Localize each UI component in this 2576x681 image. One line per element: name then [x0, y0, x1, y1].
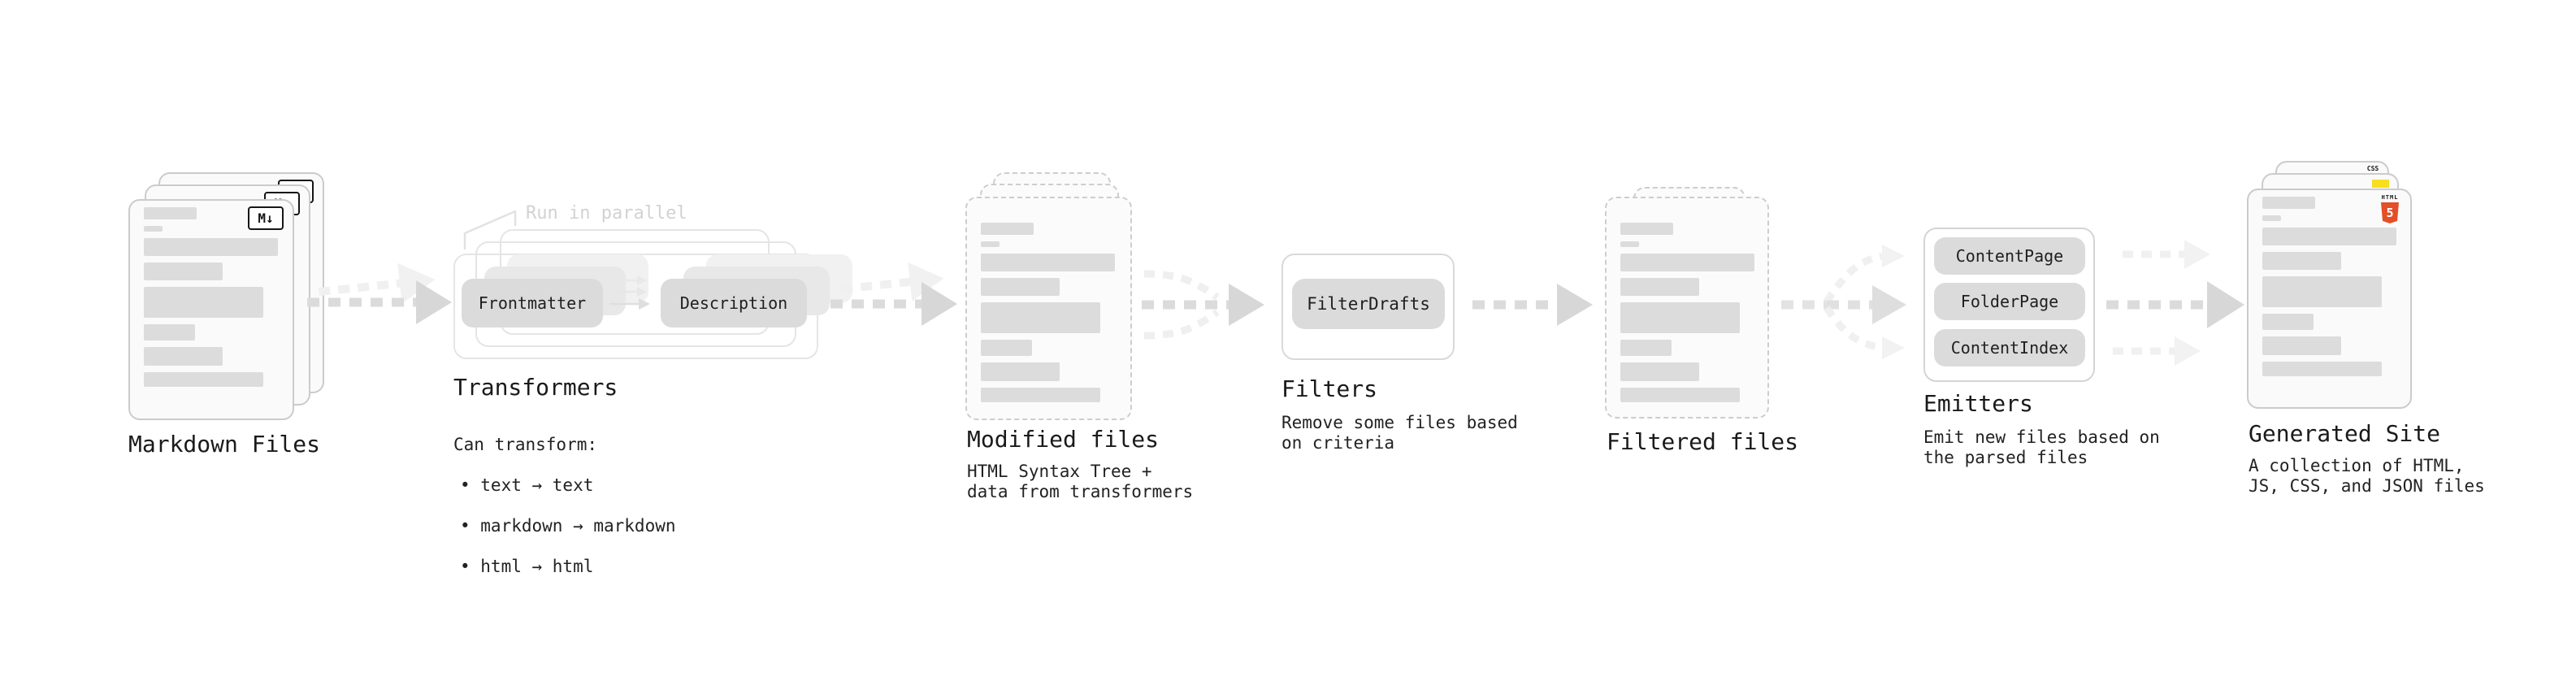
html5-icon-word: HTML	[2381, 194, 2399, 201]
html5-icon: HTML 5	[2380, 194, 2400, 223]
text-line-placeholder	[144, 324, 195, 340]
text-line-placeholder	[1620, 223, 1673, 235]
text-line-placeholder	[2262, 197, 2315, 209]
text-line-placeholder	[2262, 314, 2314, 330]
text-line-placeholder	[1620, 388, 1740, 402]
text-line-placeholder	[981, 278, 1060, 296]
html5-icon-number: 5	[2386, 206, 2394, 220]
markdown-files-label: Markdown Files	[128, 431, 321, 458]
bullet-markdown-to-markdown: • markdown → markdown	[460, 516, 676, 536]
text-line-placeholder	[981, 340, 1032, 356]
text-line-placeholder	[981, 241, 1000, 247]
text-line-placeholder	[144, 347, 223, 366]
modified-files-caption: HTML Syntax Tree + data from transformer…	[967, 462, 1194, 501]
html5-icon-shield: 5	[2381, 202, 2399, 223]
text-line-placeholder	[144, 238, 278, 256]
filters-label: Filters	[1281, 375, 1378, 402]
filterdrafts-pill: FilterDrafts	[1292, 279, 1445, 329]
arrow-emitters-to-generated	[2106, 240, 2244, 366]
css-icon-text: CSS	[2366, 165, 2379, 172]
text-line-placeholder	[981, 302, 1100, 333]
filters-caption: Remove some files based on criteria	[1281, 413, 1518, 453]
generated-site-caption: A collection of HTML, JS, CSS, and JSON …	[2249, 456, 2485, 496]
text-line-placeholder	[1620, 340, 1672, 356]
description-pill: Description	[661, 279, 807, 327]
text-line-placeholder	[144, 226, 163, 232]
filtered-file-card	[1605, 197, 1769, 419]
modified-file-card	[965, 197, 1132, 420]
bullet-text-to-text: • text → text	[460, 475, 594, 495]
generated-site-label: Generated Site	[2249, 420, 2441, 447]
text-line-placeholder	[2262, 362, 2382, 376]
bullet-html-to-html: • html → html	[460, 557, 594, 576]
transformers-label: Transformers	[453, 374, 618, 401]
text-line-placeholder	[144, 372, 263, 387]
text-line-placeholder	[1620, 241, 1639, 247]
text-line-placeholder	[1620, 278, 1699, 296]
frontmatter-pill: Frontmatter	[462, 279, 603, 327]
text-line-placeholder	[1620, 302, 1740, 333]
filtered-files-label: Filtered files	[1607, 428, 1799, 455]
arrow-markdown-to-transformers	[307, 262, 452, 324]
folderpage-pill: FolderPage	[1934, 283, 2085, 320]
emitters-label: Emitters	[1923, 390, 2033, 417]
arrow-modified-to-filters-converging	[1142, 270, 1264, 340]
text-line-placeholder	[981, 388, 1100, 402]
caption-line: Can transform:	[453, 435, 598, 454]
emitters-frame: ContentPage FolderPage ContentIndex	[1923, 228, 2095, 382]
text-line-placeholder	[144, 262, 223, 280]
text-line-placeholder	[2262, 228, 2396, 245]
modified-files-label: Modified files	[967, 426, 1160, 453]
emitters-caption: Emit new files based on the parsed files	[1923, 427, 2160, 467]
text-line-placeholder	[2262, 336, 2341, 355]
html-file-card: HTML 5	[2247, 189, 2412, 409]
javascript-icon	[2372, 180, 2389, 188]
text-line-placeholder	[981, 223, 1034, 235]
markdown-icon: M↓	[248, 206, 284, 230]
text-line-placeholder	[2262, 215, 2281, 221]
text-line-placeholder	[981, 362, 1060, 381]
text-line-placeholder	[981, 254, 1115, 271]
arrow-filters-to-filtered	[1472, 284, 1593, 326]
contentindex-pill: ContentIndex	[1934, 329, 2085, 367]
text-line-placeholder	[1620, 362, 1699, 381]
text-line-placeholder	[144, 207, 197, 219]
contentpage-pill: ContentPage	[1934, 237, 2085, 275]
arrow-filtered-to-emitters-diverging	[1781, 245, 1906, 359]
markdown-file-card: M↓	[128, 199, 294, 420]
text-line-placeholder	[144, 287, 263, 318]
run-in-parallel-annotation: Run in parallel	[526, 203, 687, 223]
transformers-caption: Can transform: • text → text • markdown …	[453, 414, 676, 597]
text-line-placeholder	[2262, 252, 2341, 270]
text-line-placeholder	[2262, 276, 2382, 307]
text-line-placeholder	[1620, 254, 1754, 271]
